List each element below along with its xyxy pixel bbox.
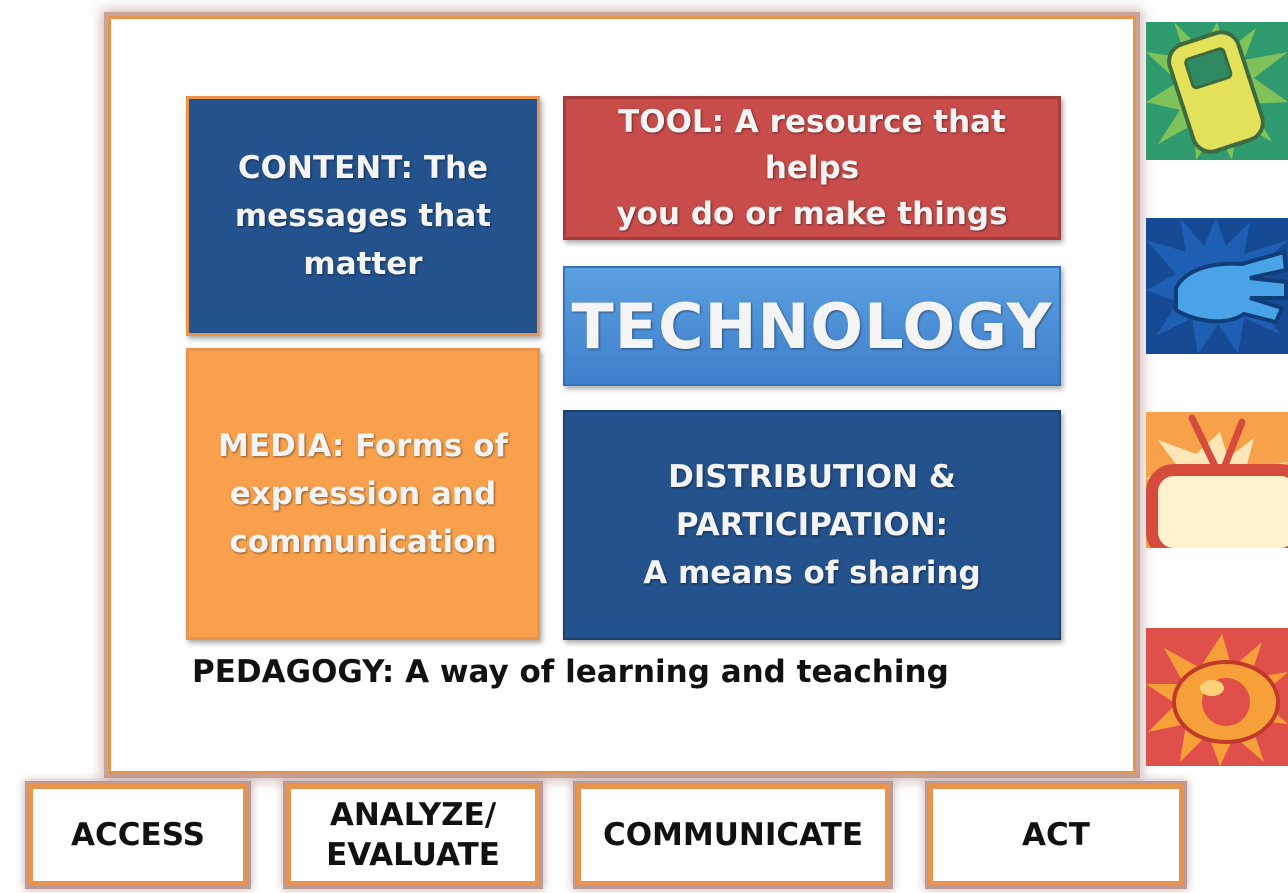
mobile-phone-icon bbox=[1146, 22, 1288, 160]
media-box: MEDIA: Forms of expression and communica… bbox=[186, 348, 540, 640]
television-icon bbox=[1146, 412, 1288, 548]
hand-icon bbox=[1146, 218, 1288, 354]
eye-icon bbox=[1146, 628, 1288, 766]
action-analyze-evaluate: ANALYZE/ EVALUATE bbox=[286, 784, 540, 886]
action-access: ACCESS bbox=[28, 784, 248, 886]
action-communicate: COMMUNICATE bbox=[576, 784, 890, 886]
technology-box: TECHNOLOGY bbox=[563, 266, 1061, 386]
content-box: CONTENT: The messages that matter bbox=[186, 96, 540, 336]
tool-box: TOOL: A resource that helps you do or ma… bbox=[563, 96, 1061, 240]
action-act: ACT bbox=[928, 784, 1184, 886]
pedagogy-label: PEDAGOGY: A way of learning and teaching bbox=[192, 654, 949, 690]
distribution-participation-box: DISTRIBUTION & PARTICIPATION: A means of… bbox=[563, 410, 1061, 640]
